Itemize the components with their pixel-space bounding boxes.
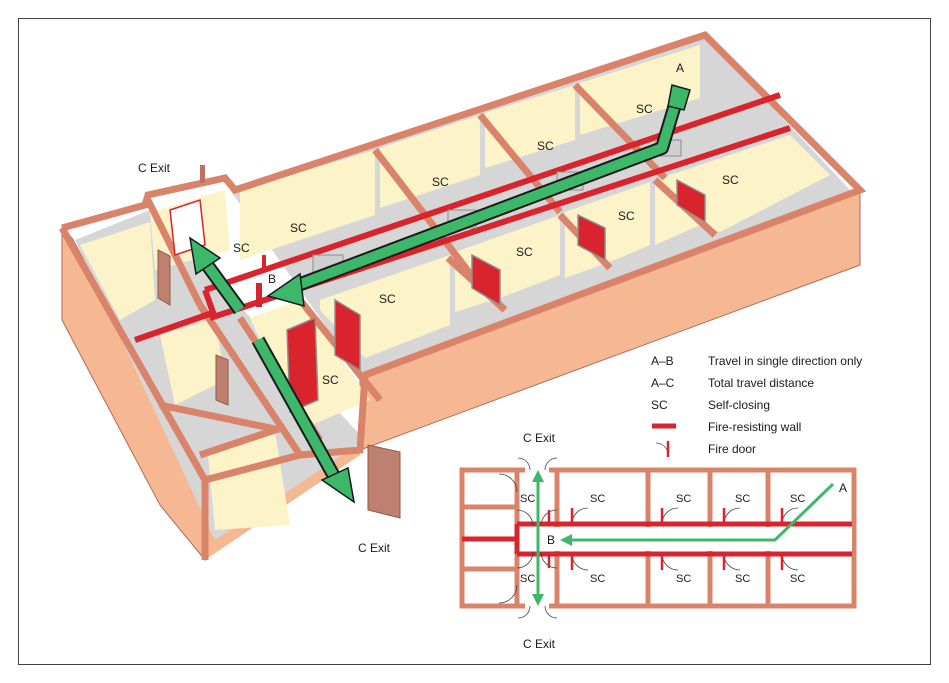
room-wall: [565, 182, 650, 278]
label-sc-iso: SC: [636, 102, 653, 116]
label-sc-iso: SC: [516, 245, 533, 259]
chimney: [200, 165, 205, 183]
legend-key: SC: [651, 398, 668, 412]
escape-arrowhead-a: [667, 84, 691, 111]
fire-resisting-wall-iso: [202, 288, 218, 320]
plan-arrowhead-top-exit: [532, 470, 544, 482]
label-sc-iso: SC: [322, 373, 339, 387]
partition-cap: [197, 303, 303, 457]
plan-door-swing: [516, 509, 534, 527]
exit-door-top-iso: [169, 198, 206, 257]
escape-route-iso: [188, 84, 691, 504]
plan-exit-gap: [525, 601, 549, 610]
label-c-exit-top-iso: C Exit: [138, 161, 171, 175]
label-b-plan: B: [547, 533, 555, 547]
label-sc-iso: SC: [432, 175, 449, 189]
floor-plan: C Exit C Exit A B SC SC SC SC SC SC SC S…: [459, 431, 857, 651]
legend-text: Fire door: [708, 442, 756, 456]
escape-arrow-to-bottom-exit: [253, 337, 340, 481]
label-sc-plan: SC: [520, 573, 535, 585]
label-sc-plan: SC: [735, 573, 750, 585]
outer-wall-cap: [61, 31, 867, 484]
label-sc-plan: SC: [590, 493, 605, 505]
plan-door-swing: [517, 605, 531, 619]
legend: A–B Travel in single direction only A–C …: [651, 354, 862, 457]
escape-arrowhead-bottom-exit: [320, 466, 356, 504]
label-a-iso: A: [676, 61, 684, 75]
label-c-exit-bottom-plan: C Exit: [523, 637, 556, 651]
label-sc-iso: SC: [290, 221, 307, 235]
plan-door-swing: [544, 605, 558, 619]
label-sc-iso: SC: [233, 241, 250, 255]
outer-wall-cap: [58, 226, 209, 560]
fire-door-iso: [262, 255, 266, 269]
legend-text: Travel in single direction only: [708, 354, 862, 368]
fire-door-iso: [471, 253, 501, 307]
label-sc-iso: SC: [618, 209, 635, 223]
legend-key: A–C: [651, 376, 675, 390]
plan-arrowhead-bottom-exit: [532, 594, 544, 606]
fire-door-iso: [577, 213, 606, 262]
fire-door-iso: [256, 283, 262, 307]
wing-room-wall: [208, 432, 290, 530]
label-sc-iso: SC: [379, 292, 396, 306]
plan-arrowhead-b: [560, 534, 572, 546]
label-sc-iso: SC: [537, 139, 554, 153]
room-wall: [580, 45, 700, 135]
exit-door-bottom-iso: [367, 444, 401, 519]
escape-arrowhead-b: [266, 272, 305, 308]
label-c-exit-bottom-iso: C Exit: [358, 541, 391, 555]
plan-door-swing: [498, 473, 518, 493]
plan-door-swing: [517, 457, 531, 471]
wing-door: [215, 354, 229, 406]
label-sc-plan: SC: [735, 493, 750, 505]
plan-door-swing: [540, 551, 558, 569]
room-wall: [240, 150, 375, 260]
label-sc-iso: SC: [722, 173, 739, 187]
partition-cap: [159, 401, 281, 434]
legend-text: Fire-resisting wall: [708, 420, 801, 434]
label-b-iso: B: [268, 272, 276, 286]
plan-door-swing: [516, 551, 534, 569]
wing-room-wall: [80, 222, 155, 320]
wing-door: [157, 249, 171, 306]
label-sc-plan: SC: [676, 493, 691, 505]
label-sc-plan: SC: [790, 493, 805, 505]
fire-door-iso: [334, 298, 361, 372]
legend-text: Total travel distance: [708, 376, 814, 390]
partition-cap: [572, 82, 668, 181]
isometric-building: A B C Exit C Exit SC SC SC SC SC SC SC S…: [58, 31, 867, 562]
fire-door-swatch: [655, 442, 669, 456]
legend-text: Self-closing: [708, 398, 770, 412]
label-sc-plan: SC: [676, 573, 691, 585]
plan-exit-gap: [525, 466, 549, 475]
fire-resisting-wall-iso: [134, 309, 216, 343]
wing-room-wall: [160, 318, 225, 405]
plan-door-swing: [498, 584, 518, 604]
plan-door-swing: [544, 457, 558, 471]
plan-escape-route-a-b: [568, 482, 835, 542]
legend-key: A–B: [651, 354, 674, 368]
label-sc-plan: SC: [790, 573, 805, 585]
plan-door-swing: [540, 509, 558, 527]
escape-arrow-to-top-exit: [200, 259, 245, 313]
label-sc-plan: SC: [590, 573, 605, 585]
label-a-plan: A: [839, 481, 847, 495]
partition-cap: [198, 426, 277, 459]
escape-arrowhead-top-exit: [188, 236, 222, 276]
label-c-exit-top-plan: C Exit: [523, 431, 556, 445]
fire-resisting-wall-iso: [204, 92, 781, 293]
fire-door-iso: [676, 178, 706, 224]
label-sc-plan: SC: [520, 493, 535, 505]
